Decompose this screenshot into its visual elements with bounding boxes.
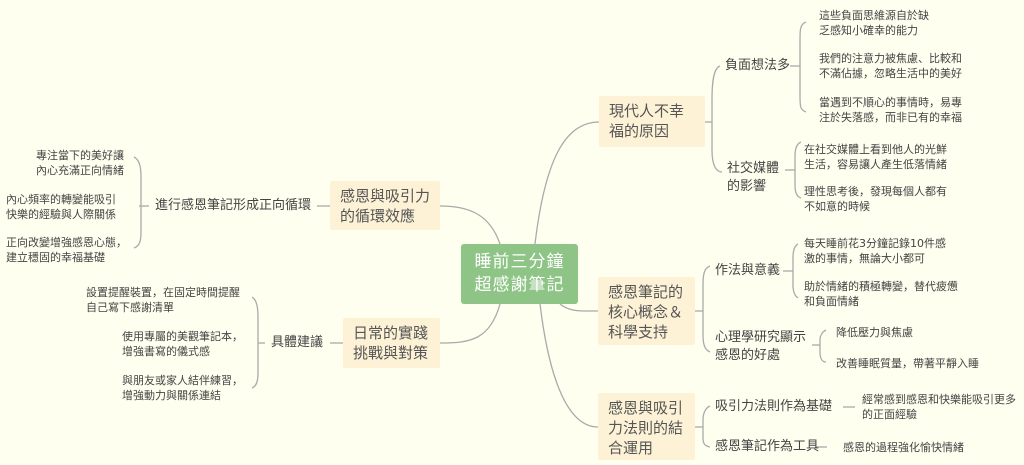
leaf-line: 和負面情緒 xyxy=(804,295,859,308)
leaf-line: 這些負面思維源自於缺 xyxy=(819,9,929,22)
leaf-social-1[interactable]: 在社交媒體上看到他人的光鮮 生活，容易讓人產生低落情緒 xyxy=(804,142,947,172)
subtopic-psychology-research[interactable]: 心理學研究顯示 感恩的好處 xyxy=(715,329,806,365)
leaf-line: 理性思考後，發現每個人都有 xyxy=(804,185,947,198)
leaf-social-2[interactable]: 理性思考後，發現每個人都有 不如意的時候 xyxy=(804,184,947,214)
leaf-basis[interactable]: 經常感到感恩和快樂能吸引更多 的正面經驗 xyxy=(862,392,1016,422)
leaf-cycle-3[interactable]: 正向改變增強感恩心態， 建立穩固的幸福基礎 xyxy=(6,235,127,265)
subtopic-journal-tool[interactable]: 感恩筆記作為工具 xyxy=(715,438,819,456)
subtopic-line: 心理學研究顯示 xyxy=(715,330,807,345)
leaf-line: 每天睡前花3分鐘記錄10件感 xyxy=(804,237,946,250)
leaf-advice-3[interactable]: 與朋友或家人結伴練習， 增強動力與關係連結 xyxy=(122,373,243,403)
leaf-cycle-1[interactable]: 專注當下的美好讓 內心充滿正向情緒 xyxy=(30,148,124,178)
leaf-line: 改善睡眠質量，帶著平靜入睡 xyxy=(836,357,979,370)
subtopic-label: 感恩筆記作為工具 xyxy=(715,439,820,454)
subtopic-label: 作法與意義 xyxy=(715,263,781,278)
subtopic-label: 具體建議 xyxy=(271,335,324,350)
leaf-cycle-2[interactable]: 內心頻率的轉變能吸引 快樂的經驗與人際關係 xyxy=(6,192,116,222)
leaf-research-2[interactable]: 改善睡眠質量，帶著平靜入睡 xyxy=(836,356,979,371)
topic-cycle-line-1: 感恩與吸引力 xyxy=(340,187,431,205)
root-topic[interactable]: 睡前三分鐘 超感謝筆記 xyxy=(461,244,578,304)
subtopic-label: 負面想法多 xyxy=(725,58,791,73)
leaf-advice-2[interactable]: 使用專屬的美觀筆記本， 增強書寫的儀式感 xyxy=(122,329,243,359)
leaf-line: 正向改變增強感恩心態， xyxy=(6,236,127,249)
subtopic-line: 感恩的好處 xyxy=(715,348,781,363)
leaf-line: 建立穩固的幸福基礎 xyxy=(6,251,105,264)
leaf-line: 與朋友或家人結伴練習， xyxy=(122,374,243,387)
subtopic-negative-thoughts[interactable]: 負面想法多 xyxy=(725,57,790,75)
topic-core-line-2: 核心概念＆ xyxy=(608,303,684,321)
topic-attraction-law[interactable]: 感恩與吸引 力法則的結 合運用 xyxy=(598,393,695,460)
subtopic-line: 的影響 xyxy=(727,179,767,194)
subtopic-social-media[interactable]: 社交媒體 的影響 xyxy=(727,160,779,196)
leaf-negative-3[interactable]: 當遇到不順心的事情時，易專 注於失落感，而非已有的幸福 xyxy=(819,95,962,125)
topic-daily-practice[interactable]: 日常的實踐 挑戰與對策 xyxy=(343,318,440,368)
leaf-line: 自己寫下感謝清單 xyxy=(86,301,174,314)
topic-causes-line-2: 福的原因 xyxy=(609,122,670,140)
subtopic-attraction-basis[interactable]: 吸引力法則作為基礎 xyxy=(715,398,832,416)
leaf-line: 生活，容易讓人產生低落情緒 xyxy=(804,158,947,171)
leaf-method-2[interactable]: 助於情緒的積極轉變，替代疲憊 和負面情緒 xyxy=(804,279,958,309)
topic-cycle-line-2: 的循環效應 xyxy=(340,207,416,225)
subtopic-positive-cycle[interactable]: 進行感恩筆記形成正向循環 xyxy=(155,197,311,215)
subtopic-line: 社交媒體 xyxy=(727,161,780,176)
leaf-line: 內心充滿正向情緒 xyxy=(36,164,124,177)
root-line-1: 睡前三分鐘 xyxy=(474,252,565,272)
leaf-line: 當遇到不順心的事情時，易專 xyxy=(819,96,962,109)
subtopic-concrete-advice[interactable]: 具體建議 xyxy=(271,334,323,352)
leaf-line: 設置提醒裝置，在固定時間提醒 xyxy=(86,286,240,299)
leaf-advice-1[interactable]: 設置提醒裝置，在固定時間提醒 自己寫下感謝清單 xyxy=(86,285,240,315)
leaf-line: 內心頻率的轉變能吸引 xyxy=(6,193,116,206)
leaf-line: 不如意的時候 xyxy=(804,200,870,213)
topic-core-line-3: 科學支持 xyxy=(608,323,669,341)
leaf-line: 助於情緒的積極轉變，替代疲憊 xyxy=(804,280,958,293)
leaf-line: 專注當下的美好讓 xyxy=(36,149,124,162)
leaf-line: 感恩的過程強化愉快情緒 xyxy=(843,441,964,454)
leaf-line: 的正面經驗 xyxy=(862,408,917,421)
leaf-line: 快樂的經驗與人際關係 xyxy=(6,208,116,221)
topic-practice-line-2: 挑戰與對策 xyxy=(353,344,429,362)
leaf-line: 增強書寫的儀式感 xyxy=(122,345,210,358)
leaf-line: 在社交媒體上看到他人的光鮮 xyxy=(804,143,947,156)
leaf-line: 增強動力與關係連結 xyxy=(122,389,221,402)
leaf-line: 注於失落感，而非已有的幸福 xyxy=(819,111,962,124)
root-line-2: 超感謝筆記 xyxy=(474,275,565,295)
topic-attraction-line-2: 力法則的結 xyxy=(608,419,684,437)
topic-attraction-line-1: 感恩與吸引 xyxy=(608,399,684,417)
topic-causes[interactable]: 現代人不幸 福的原因 xyxy=(599,96,705,147)
leaf-line: 降低壓力與焦慮 xyxy=(836,326,913,339)
subtopic-label: 進行感恩筆記形成正向循環 xyxy=(155,198,312,213)
leaf-tool[interactable]: 感恩的過程強化愉快情緒 xyxy=(843,440,964,455)
leaf-line: 激的事情，無論大小都可 xyxy=(804,252,925,265)
leaf-negative-2[interactable]: 我們的注意力被焦慮、比較和 不滿佔據，忽略生活中的美好 xyxy=(819,51,962,81)
leaf-research-1[interactable]: 降低壓力與焦慮 xyxy=(836,325,913,340)
topic-practice-line-1: 日常的實踐 xyxy=(353,324,429,342)
topic-attraction-line-3: 合運用 xyxy=(608,439,654,457)
subtopic-method-meaning[interactable]: 作法與意義 xyxy=(715,262,780,280)
topic-core-line-1: 感恩筆記的 xyxy=(608,283,684,301)
leaf-line: 使用專屬的美觀筆記本， xyxy=(122,330,243,343)
topic-cycle-effect[interactable]: 感恩與吸引力 的循環效應 xyxy=(330,181,440,230)
leaf-line: 我們的注意力被焦慮、比較和 xyxy=(819,52,962,65)
leaf-method-1[interactable]: 每天睡前花3分鐘記錄10件感 激的事情，無論大小都可 xyxy=(804,236,946,266)
topic-causes-line-1: 現代人不幸 xyxy=(609,102,685,120)
leaf-negative-1[interactable]: 這些負面思維源自於缺 乏感知小確幸的能力 xyxy=(819,8,929,38)
leaf-line: 不滿佔據，忽略生活中的美好 xyxy=(819,67,962,80)
subtopic-label: 吸引力法則作為基礎 xyxy=(715,399,833,414)
topic-core-concept[interactable]: 感恩筆記的 核心概念＆ 科學支持 xyxy=(598,277,695,345)
leaf-line: 經常感到感恩和快樂能吸引更多 xyxy=(862,393,1016,406)
leaf-line: 乏感知小確幸的能力 xyxy=(819,24,918,37)
